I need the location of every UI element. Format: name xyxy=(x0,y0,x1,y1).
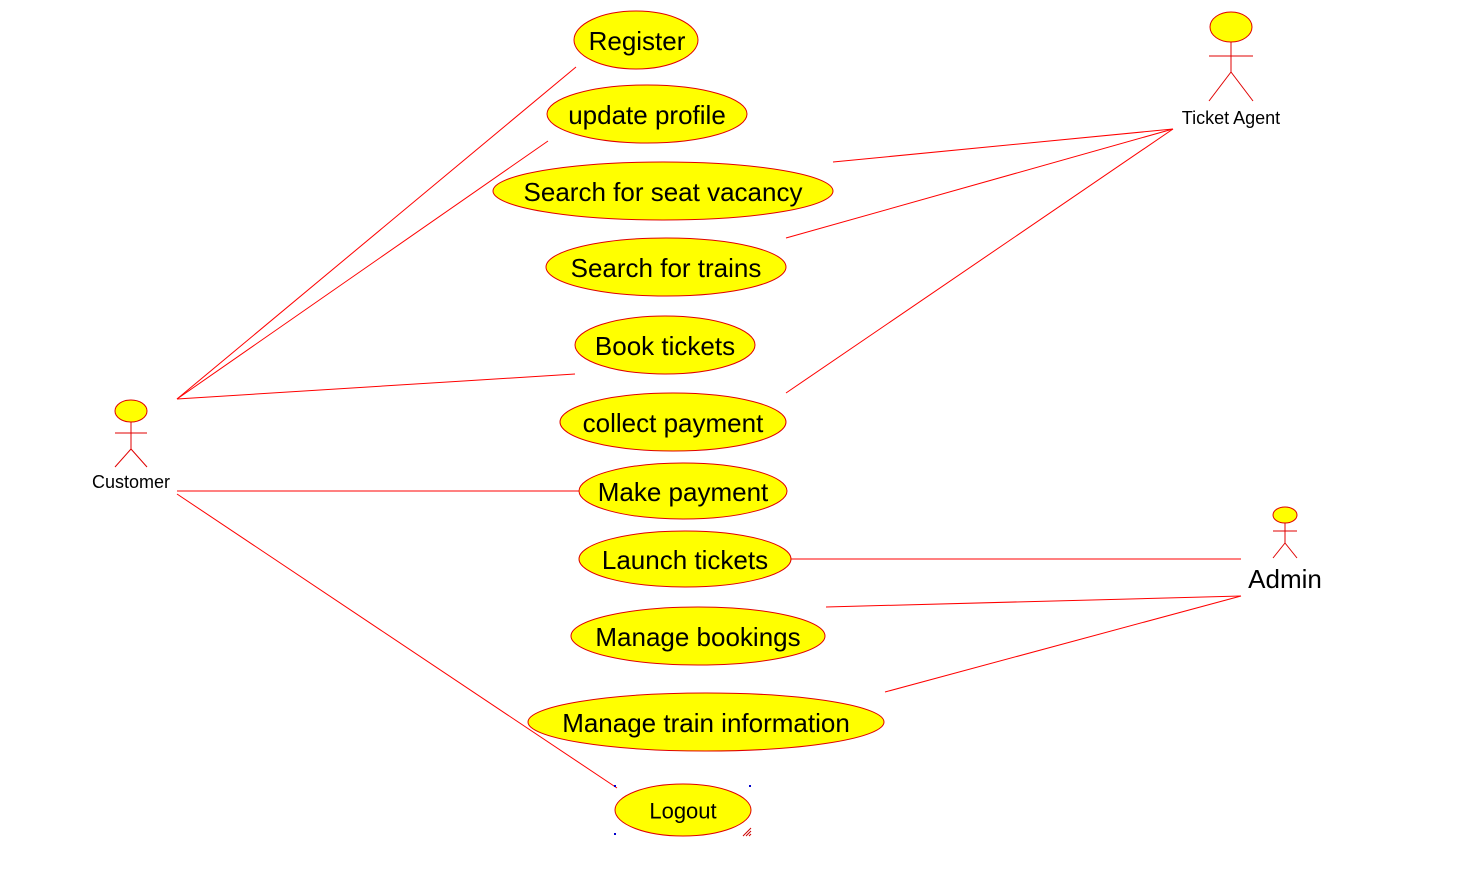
usecase-make-payment[interactable]: Make payment xyxy=(578,462,788,520)
selection-handle-bottom-left[interactable] xyxy=(614,833,616,835)
usecase-label-book-tickets: Book tickets xyxy=(595,331,735,361)
usecase-search-trains[interactable]: Search for trains xyxy=(545,237,787,297)
assoc-customer-book-tickets[interactable] xyxy=(176,373,576,400)
usecase-logout[interactable]: Logout xyxy=(614,783,752,837)
usecase-book-tickets[interactable]: Book tickets xyxy=(574,315,756,375)
use-cases: Register update profile Search for seat … xyxy=(492,10,885,837)
selection-handle-top-left[interactable] xyxy=(614,785,616,787)
stick-figure-icon xyxy=(1272,506,1298,559)
actor-label-admin: Admin xyxy=(1248,564,1322,594)
assoc-admin-manage-bookings[interactable] xyxy=(825,595,1242,608)
usecase-collect-payment[interactable]: collect payment xyxy=(559,392,787,452)
stick-figure-icon xyxy=(114,399,148,468)
resize-grip-icon[interactable] xyxy=(742,827,752,837)
assoc-customer-update-profile[interactable] xyxy=(176,140,549,400)
assoc-customer-register[interactable] xyxy=(176,66,577,400)
usecase-label-launch-tickets: Launch tickets xyxy=(602,545,768,575)
actor-label-ticket-agent: Ticket Agent xyxy=(1182,108,1280,128)
usecase-launch-tickets[interactable]: Launch tickets xyxy=(578,530,792,588)
stick-figure-icon xyxy=(1208,11,1254,102)
assoc-agent-search-trains[interactable] xyxy=(785,128,1174,239)
usecase-label-search-seat-vacancy: Search for seat vacancy xyxy=(524,177,803,207)
usecase-manage-train-information[interactable]: Manage train information xyxy=(527,692,885,752)
usecase-update-profile[interactable]: update profile xyxy=(546,84,748,144)
associations xyxy=(176,66,1242,789)
assoc-agent-search-seat[interactable] xyxy=(832,128,1174,163)
usecase-label-register: Register xyxy=(589,26,686,56)
usecase-register[interactable]: Register xyxy=(573,10,699,70)
actor-customer[interactable]: Customer xyxy=(92,399,170,492)
assoc-agent-collect-payment[interactable] xyxy=(785,128,1174,394)
actor-ticket-agent[interactable]: Ticket Agent xyxy=(1182,11,1280,128)
selection-handle-top-right[interactable] xyxy=(749,785,751,787)
usecase-label-update-profile: update profile xyxy=(568,100,726,130)
actor-label-customer: Customer xyxy=(92,472,170,492)
usecase-search-seat-vacancy[interactable]: Search for seat vacancy xyxy=(492,161,834,221)
usecase-label-search-trains: Search for trains xyxy=(571,253,762,283)
usecase-label-logout: Logout xyxy=(649,799,716,824)
assoc-admin-manage-train-info[interactable] xyxy=(884,595,1242,693)
usecase-manage-bookings[interactable]: Manage bookings xyxy=(570,606,826,666)
usecase-label-manage-bookings: Manage bookings xyxy=(595,622,800,652)
usecase-label-make-payment: Make payment xyxy=(598,477,769,507)
actor-admin[interactable]: Admin xyxy=(1248,506,1322,594)
usecase-label-collect-payment: collect payment xyxy=(583,408,764,438)
usecase-label-manage-train-information: Manage train information xyxy=(562,708,850,738)
assoc-customer-logout[interactable] xyxy=(176,493,618,789)
